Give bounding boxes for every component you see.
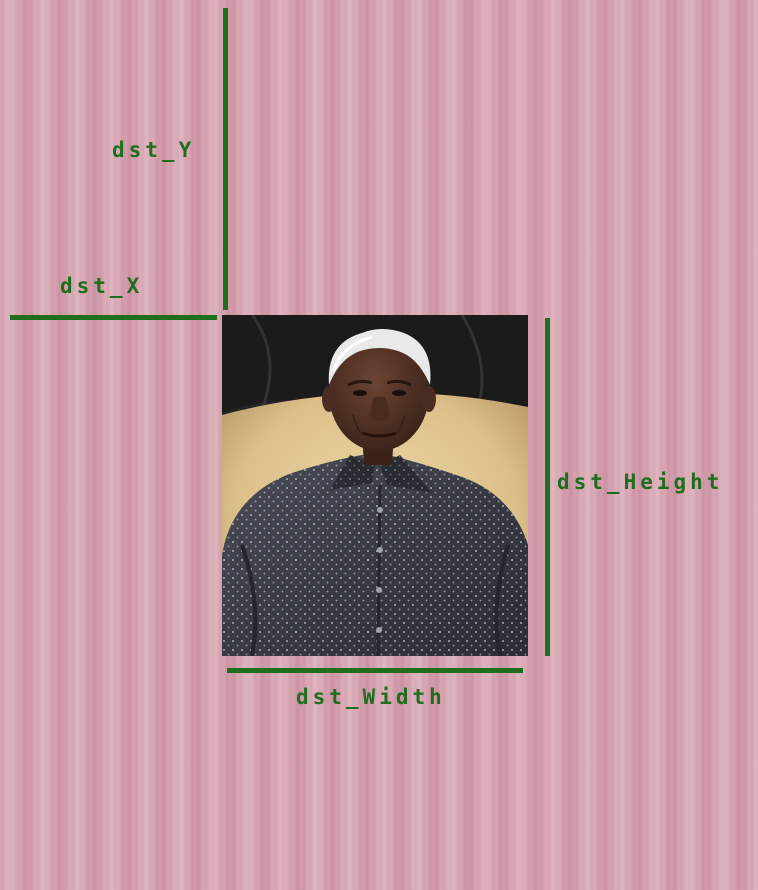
portrait-photo — [222, 315, 528, 656]
dst-height-guide-line — [545, 318, 550, 656]
dst-y-label: dst_Y — [112, 140, 195, 161]
dst-width-label: dst_Width — [296, 687, 446, 708]
dst-width-guide-line — [227, 668, 523, 673]
dst-x-guide-line — [10, 315, 217, 320]
dst-y-guide-line — [223, 8, 228, 310]
dst-height-label: dst_Height — [557, 472, 723, 493]
dst-x-label: dst_X — [60, 276, 143, 297]
